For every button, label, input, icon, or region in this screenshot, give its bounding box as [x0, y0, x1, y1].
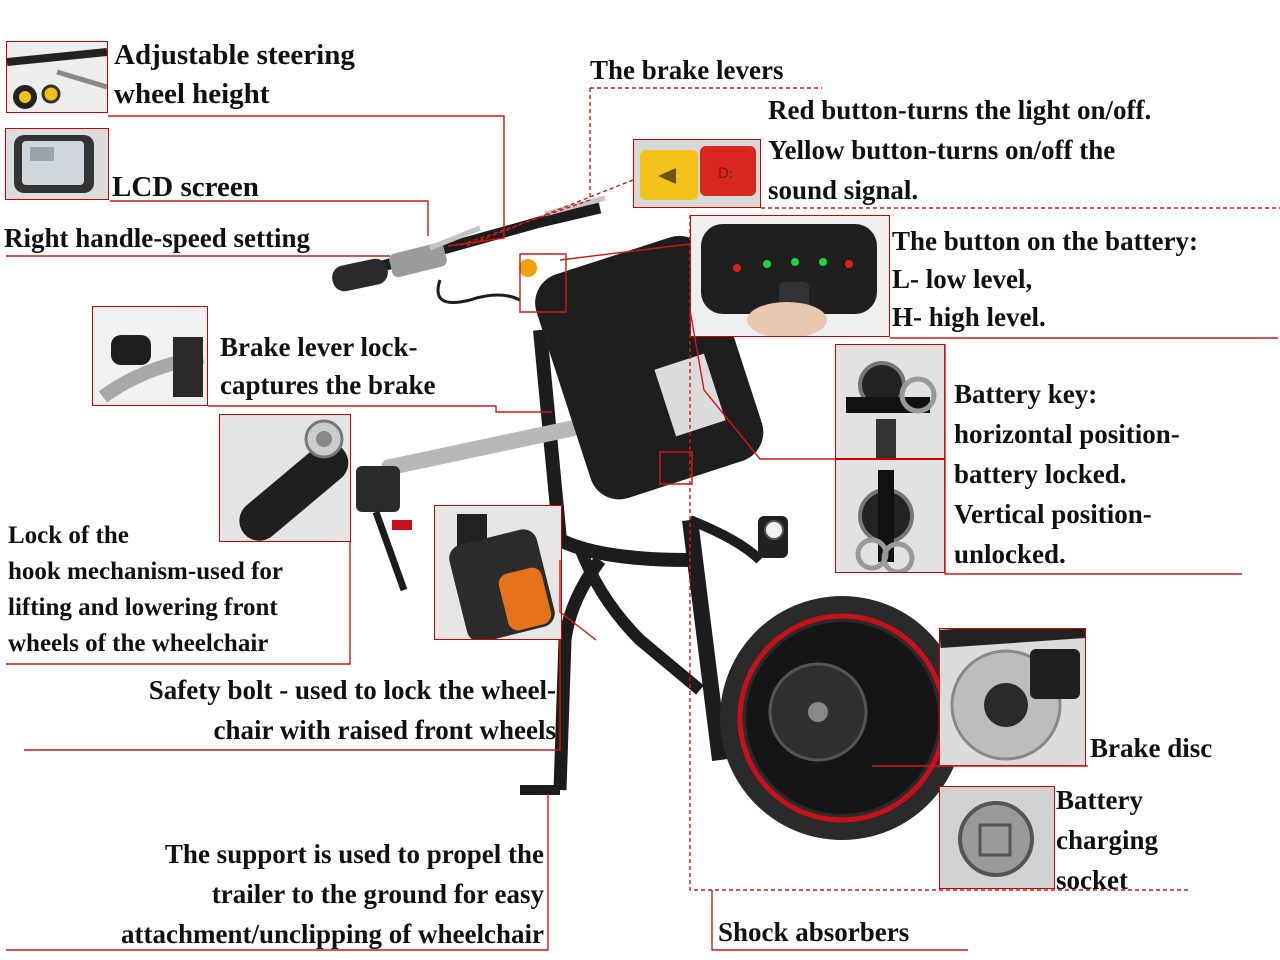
hub-axle	[808, 702, 828, 722]
label-steering-height: Adjustable steering wheel height	[114, 39, 355, 110]
brake-lever-right	[429, 225, 481, 251]
label-charging-socket: Battery charging socket	[1056, 785, 1159, 895]
label-brake-levers: The brake levers	[590, 55, 784, 85]
thumb-buttons: D:	[633, 139, 761, 208]
thumb-battery-button	[690, 215, 890, 337]
label-brake-lever-lock: Brake lever lock- captures the brake	[220, 332, 436, 400]
hook-bar	[381, 420, 579, 476]
label-support: The support is used to propel the traile…	[121, 839, 544, 949]
label-buttons: Red button-turns the light on/off. Yello…	[768, 95, 1152, 205]
frame-tube	[533, 329, 691, 567]
thumb-brake-lever-lock	[92, 306, 208, 406]
hook-rod	[372, 510, 408, 592]
hook-knob	[392, 520, 412, 530]
thumb-battery-key-vertical	[835, 459, 945, 573]
svg-text:D:: D:	[718, 166, 734, 182]
support-leg-back	[553, 556, 606, 791]
label-brake-disc: Brake disc	[1090, 733, 1213, 763]
handlebar-light-switch	[519, 259, 537, 277]
label-safety-bolt: Safety bolt - used to lock the wheel- ch…	[148, 675, 556, 745]
label-lcd-screen: LCD screen	[112, 171, 259, 203]
fork-arm	[688, 515, 764, 564]
thumb-brake-disc	[939, 628, 1086, 766]
thumb-safety-bolt	[434, 505, 562, 640]
label-hook-lock: Lock of the hook mechanism-used for lift…	[8, 522, 284, 657]
thumb-hook-lock	[219, 414, 351, 542]
hook-clamp	[356, 466, 400, 512]
label-battery-button: The button on the battery: L- low level,…	[892, 226, 1199, 332]
thumb-battery-key-horizontal	[835, 344, 945, 459]
thumb-lcd-screen	[5, 128, 109, 200]
label-battery-key: Battery key: horizontal position- batter…	[954, 379, 1180, 569]
label-right-handle: Right handle-speed setting	[4, 223, 311, 253]
thumb-steering-height	[6, 41, 108, 113]
throttle-body	[389, 242, 447, 278]
cable	[436, 279, 521, 304]
support-stand	[574, 545, 704, 695]
battery-sticker	[654, 353, 726, 437]
right-grip	[332, 258, 388, 292]
thumb-charging-socket	[939, 786, 1055, 889]
fork	[682, 519, 728, 761]
headlight-lens	[764, 520, 784, 540]
label-shock-absorbers: Shock absorbers	[718, 917, 910, 947]
